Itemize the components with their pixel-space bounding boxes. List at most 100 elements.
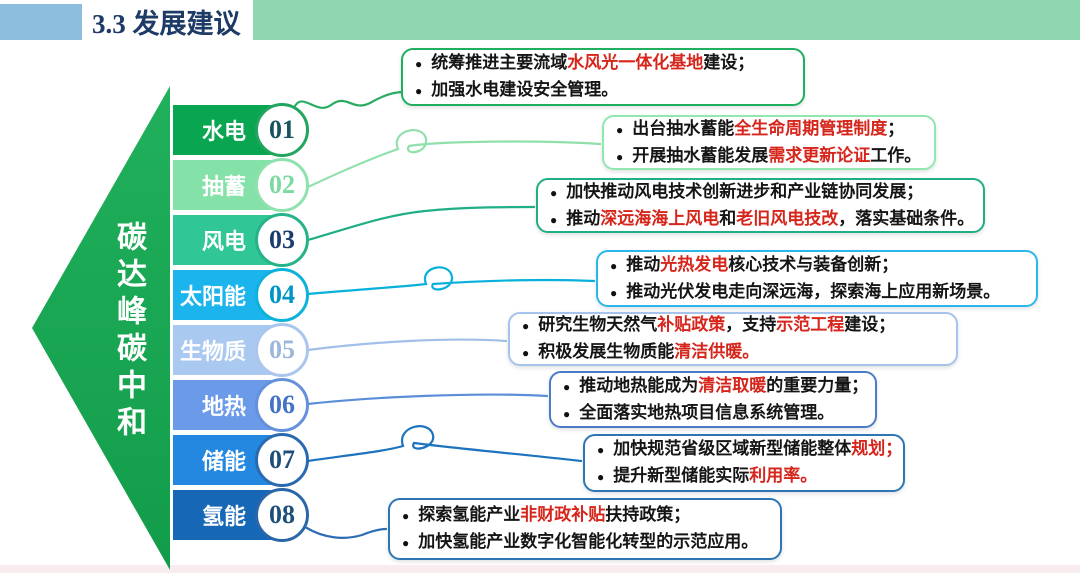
callout-box: ● 探索氢能产业非财政补贴扶持政策； ● 加快氢能产业数字化智能化转型的示范应用。: [388, 498, 782, 560]
row-label: 地热: [201, 394, 246, 419]
bullet-line: ● 加快氢能产业数字化智能化转型的示范应用。: [402, 529, 772, 556]
row-label: 太阳能: [179, 284, 246, 309]
text-segment: ，支持: [725, 315, 777, 334]
bullet-line: ● 出台抽水蓄能全生命周期管理制度；: [616, 116, 926, 143]
bullet-line: ● 加快推动风电技术创新进步和产业链协同发展；: [550, 179, 975, 206]
row-label: 氢能: [201, 504, 246, 529]
bullet-icon: ●: [616, 149, 624, 164]
carbon-goal-label: 碳达峰碳中和: [112, 221, 145, 443]
highlighted-text: 老旧风电技改: [736, 208, 839, 228]
callout-box: ● 统筹推进主要流域水风光一体化基地建设； ● 加强水电建设安全管理。: [401, 48, 805, 106]
bullet-icon: ●: [415, 57, 423, 71]
text-segment: 加强水电建设安全管理。: [431, 80, 619, 99]
highlighted-text: 光热发电: [660, 254, 729, 274]
bullet-line: ● 统筹推进主要流域水风光一体化基地建设；: [415, 50, 795, 77]
bullet-icon: ●: [610, 285, 618, 300]
text-segment: 建设；: [844, 315, 896, 334]
highlighted-text: 规划；: [851, 439, 903, 458]
bullet-line: ● 积极发展生物质能清洁供暖。: [522, 339, 948, 366]
text-segment: 出台抽水蓄能: [632, 118, 735, 138]
page-title: 3.3 发展建议: [92, 8, 241, 39]
bullet-icon: ●: [616, 122, 624, 137]
bullet-icon: ●: [597, 470, 605, 484]
row-label: 抽蓄: [201, 174, 246, 199]
connector-line: [306, 338, 508, 352]
bullet-icon: ●: [522, 346, 530, 360]
text-segment: 全面落实地热项目信息系统管理。: [579, 402, 835, 422]
bottom-strip: [0, 565, 1080, 573]
bullet-icon: ●: [550, 212, 558, 227]
text-segment: ；: [887, 118, 905, 138]
bullet-line: ● 推动光伏发电走向深远海，探索海上应用新场景。: [610, 279, 1028, 306]
text-segment: 开展抽水蓄能发展: [632, 145, 769, 165]
text-segment: 统筹推进主要流域: [431, 53, 568, 72]
bullet-line: ●加快规范省级区域新型储能整体规划；: [597, 436, 902, 463]
text-segment: 积极发展生物质能: [538, 342, 675, 361]
connector-line: [306, 393, 549, 406]
bullet-icon: ●: [402, 536, 410, 550]
highlighted-text: 深远海海上风电: [600, 208, 720, 228]
bullet-icon: ●: [563, 379, 571, 394]
bullet-icon: ●: [550, 185, 558, 200]
text-segment: 工作。: [870, 145, 922, 165]
text-segment: 加快氢能产业数字化智能化转型的示范应用。: [418, 532, 759, 551]
connector-line: [306, 129, 602, 189]
bullet-icon: ●: [563, 406, 571, 421]
text-segment: ，落实基础条件。: [838, 208, 975, 228]
text-segment: 推动地热能成为: [579, 375, 699, 395]
highlighted-text: 示范工程: [776, 315, 845, 334]
callout-box: ● 出台抽水蓄能全生命周期管理制度； ● 开展抽水蓄能发展需求更新论证工作。: [602, 115, 936, 170]
step-number-badge: 04: [255, 268, 309, 322]
bullet-icon: ●: [597, 443, 605, 457]
step-number-badge: 02: [255, 158, 309, 212]
callout-box: ●加快规范省级区域新型储能整体规划；●提升新型储能实际利用率。: [583, 434, 905, 492]
text-segment: 推动光伏发电走向深远海，探索海上应用新场景。: [626, 281, 1001, 301]
highlighted-text: 清洁供暖。: [674, 342, 760, 361]
bullet-line: ●提升新型储能实际利用率。: [597, 463, 895, 490]
connector-line: [306, 425, 583, 463]
callout-box: ●推动光热发电核心技术与装备创新；●推动光伏发电走向深远海，探索海上应用新场景。: [596, 250, 1038, 307]
callout-box: ●推动地热能成为清洁取暖的重要力量；●全面落实地热项目信息系统管理。: [549, 371, 877, 428]
text-segment: 推动: [566, 208, 601, 228]
highlighted-text: 利用率。: [749, 466, 818, 485]
connector-line: [306, 205, 536, 242]
bullet-icon: ●: [610, 258, 618, 273]
highlighted-text: 非财政补贴: [520, 505, 606, 524]
bullet-line: ● 全面落实地热项目信息系统管理。: [563, 400, 867, 427]
step-number-badge: 08: [255, 488, 309, 542]
row-band-03: 风电: [173, 215, 273, 265]
text-segment: 的重要力量；: [766, 375, 869, 395]
step-number-badge: 06: [255, 378, 309, 432]
callout-box: ● 加快推动风电技术创新进步和产业链协同发展； ● 推动深远海海上风电和老旧风电技改，…: [536, 178, 985, 233]
text-segment: 建设；: [703, 53, 755, 72]
text-segment: 推动: [626, 254, 661, 274]
step-number-badge: 07: [255, 433, 309, 487]
bullet-icon: ●: [415, 84, 423, 98]
connector-line: [303, 525, 388, 539]
text-segment: 和: [719, 208, 737, 228]
step-number-badge: 05: [255, 323, 309, 377]
highlighted-text: 全生命周期管理制度: [734, 118, 888, 138]
text-segment: 扶持政策；: [605, 505, 691, 524]
highlighted-text: 水风光一体化基地: [567, 53, 704, 72]
bullet-line: ● 推动深远海海上风电和老旧风电技改，落实基础条件。: [550, 206, 975, 233]
bullet-icon: ●: [402, 509, 410, 523]
row-label: 水电: [201, 119, 246, 144]
row-label: 生物质: [179, 339, 246, 364]
bullet-line: ●推动光热发电核心技术与装备创新；: [610, 252, 1028, 279]
row-label: 储能: [201, 449, 246, 474]
connector-line: [292, 90, 405, 110]
bullet-line: ●推动地热能成为清洁取暖的重要力量；: [563, 373, 869, 400]
header-accent-green-bar: [253, 0, 1080, 40]
bullet-line: ● 开展抽水蓄能发展需求更新论证工作。: [616, 143, 926, 170]
bullet-icon: ●: [522, 319, 530, 333]
callout-box: ●研究生物天然气补贴政策，支持示范工程建设；●积极发展生物质能清洁供暖。: [508, 312, 958, 366]
highlighted-text: 需求更新论证: [768, 145, 871, 165]
text-segment: 加快推动风电技术创新进步和产业链协同发展；: [566, 181, 924, 201]
row-label: 风电: [201, 229, 246, 254]
highlighted-text: 补贴政策: [657, 315, 726, 334]
text-segment: 探索氢能产业: [418, 505, 521, 524]
bullet-line: ●研究生物天然气补贴政策，支持示范工程建设；: [522, 312, 948, 339]
